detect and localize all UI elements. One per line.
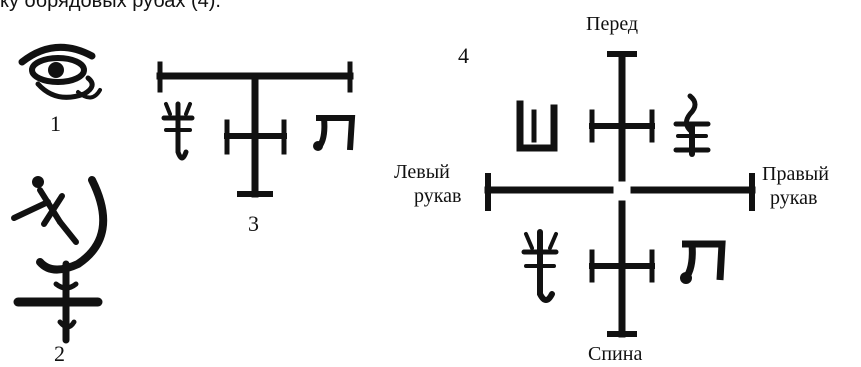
glyph-bottom-left-4-icon — [521, 229, 559, 303]
label-right-sleeve-line2: рукав — [770, 187, 818, 209]
figure-2-number: 2 — [54, 341, 65, 366]
glyph-top-left-4-icon — [516, 100, 558, 152]
glyph-right-3-icon — [313, 115, 356, 151]
label-right-sleeve-line1: Правый — [762, 163, 829, 185]
label-left-sleeve-line2: рукав — [414, 185, 462, 207]
glyph-bottom-right-4-icon — [680, 240, 726, 284]
dancing-figure-symbol-icon — [11, 176, 108, 344]
figure-4-number: 4 — [458, 43, 469, 68]
shirt-cross-diagram-4-icon — [484, 51, 756, 338]
figure-3-number: 3 — [248, 211, 259, 236]
cropped-header-text: ку обрядовых рубах (4). — [0, 0, 861, 16]
header-text: ку обрядовых рубах (4). — [0, 0, 221, 12]
eye-symbol-icon — [18, 43, 102, 100]
label-back: Спина — [588, 343, 643, 365]
glyph-left-3-icon — [161, 101, 195, 161]
figure-1-number: 1 — [50, 111, 61, 136]
label-front: Перед — [586, 13, 639, 35]
glyph-top-right-4-icon — [673, 93, 711, 157]
cross-motif-3-icon — [156, 61, 354, 198]
label-left-sleeve-line1: Левый — [394, 161, 450, 183]
